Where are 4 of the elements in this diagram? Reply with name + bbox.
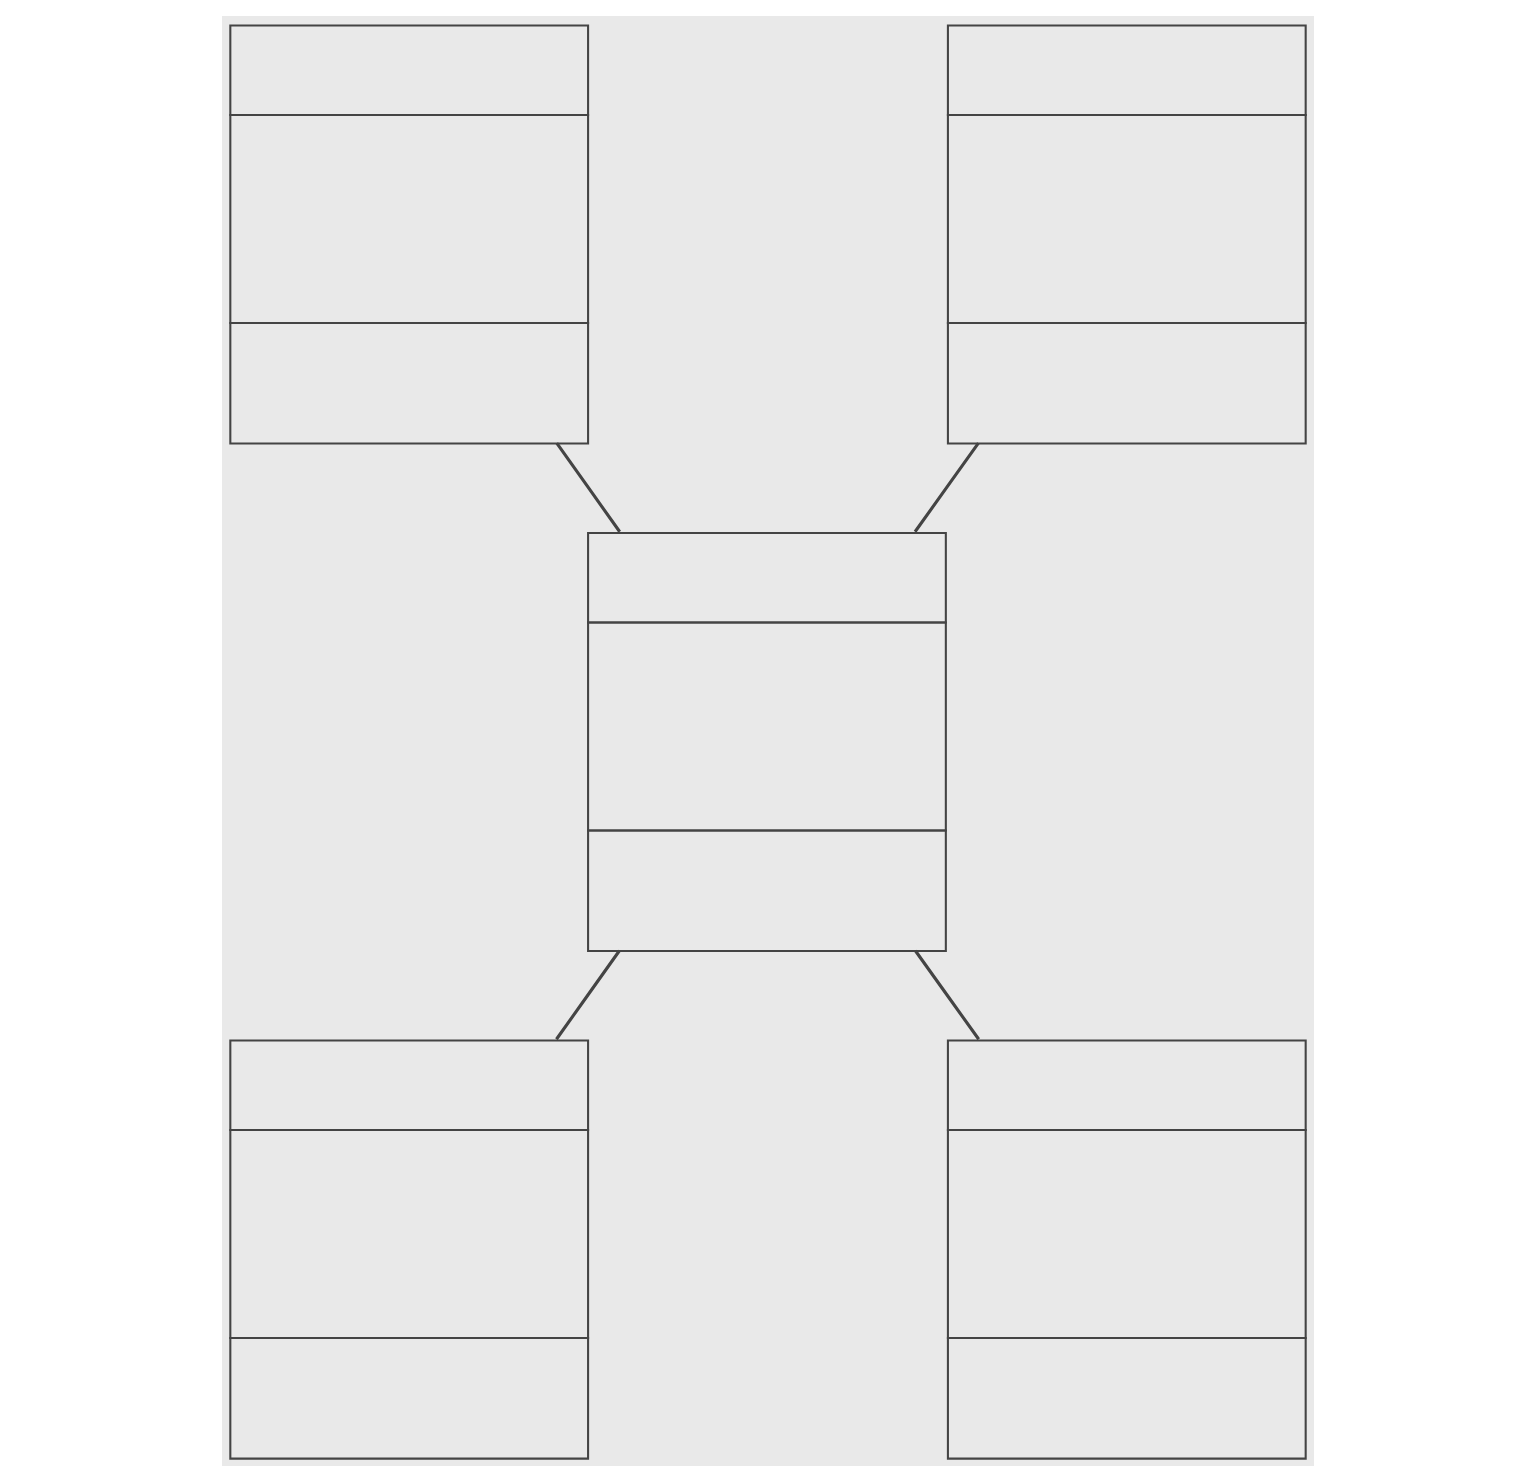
connector (555, 949, 621, 1041)
connector (914, 949, 980, 1041)
connector (913, 442, 980, 533)
connector (555, 442, 621, 533)
